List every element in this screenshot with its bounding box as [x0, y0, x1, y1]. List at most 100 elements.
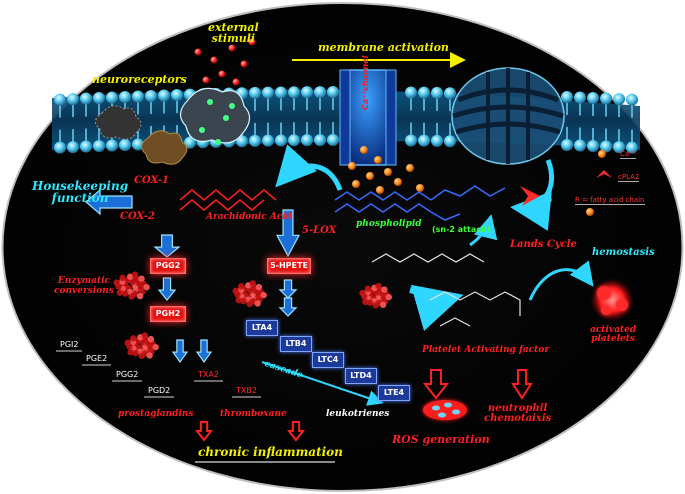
- lipid-head: [132, 90, 144, 103]
- stimulus-dot: [232, 78, 240, 86]
- chronic-inflammation-label: chronic inflammation: [198, 445, 343, 459]
- neutrophil-label: neutrophil chemotaixis: [484, 403, 552, 424]
- lipid-head: [574, 91, 586, 104]
- stimulus-dot: [202, 76, 210, 84]
- stimulus-dot: [248, 38, 256, 46]
- lipid-head: [171, 89, 183, 102]
- pgh2-box: PGH2: [150, 306, 186, 322]
- cox1-arrow: [85, 188, 133, 216]
- ros-label: ROS generation: [392, 433, 490, 446]
- legend-cpla2: cPLA2: [618, 173, 640, 182]
- lipid-head: [444, 87, 456, 100]
- pgi2-label: PGI2: [56, 340, 83, 352]
- prostaglandins-arrow: [194, 421, 214, 442]
- ca-ion: [406, 164, 414, 172]
- pgg2-box: PGG2: [150, 258, 186, 274]
- hpete-arrow-1: [278, 279, 298, 299]
- arachidonic-acid-label: Arachidonic Acid: [206, 212, 293, 222]
- leukotrienes-label: leukotrienes: [326, 409, 390, 419]
- ca-ion: [348, 162, 356, 170]
- lipid-head: [67, 93, 79, 106]
- ros-cells: [423, 400, 467, 420]
- cpla2-wedge: [520, 186, 540, 206]
- ca-ion: [352, 180, 360, 188]
- lipid-head: [301, 134, 313, 147]
- lipid-head: [119, 138, 131, 151]
- lipid-head: [600, 140, 612, 153]
- lipid-head: [444, 135, 456, 148]
- neutrophil-arrow: [511, 369, 533, 400]
- lox-arrow: [276, 209, 300, 258]
- ltc4-box: LTC4: [312, 352, 344, 368]
- lipid-head: [158, 89, 170, 102]
- ros-arrow: [422, 369, 450, 400]
- enzymatic-label: Enzymatic conversions: [54, 276, 114, 297]
- ca-ion: [360, 146, 368, 154]
- neuroreceptors-label: neuroreceptors: [92, 73, 187, 86]
- ca-ion: [374, 156, 382, 164]
- lipid-head: [301, 86, 313, 99]
- lipid-head: [613, 141, 625, 154]
- cox2-arrow: [153, 234, 181, 258]
- lipid-head: [561, 90, 573, 103]
- membrane-protein-sphere: [451, 67, 565, 165]
- txb2-label: TXB2: [232, 386, 261, 398]
- enzyme-blob-pgh2: [124, 332, 159, 360]
- enzyme-blob-lox: [232, 280, 267, 308]
- lands-cycle-label: Lands Cycle: [510, 239, 577, 250]
- neuroreceptor-blobs: [95, 87, 251, 165]
- lipid-head: [54, 141, 66, 154]
- lipid-head: [418, 134, 430, 147]
- ca-ion: [416, 184, 424, 192]
- lipid-head: [626, 93, 638, 106]
- lipid-head: [106, 139, 118, 152]
- ca-ion: [586, 208, 594, 216]
- lipid-head: [106, 91, 118, 104]
- ca-ion: [366, 172, 374, 180]
- ltd4-box: LTD4: [345, 368, 377, 384]
- hpete-box: 5-HPETE: [267, 258, 311, 274]
- lipid-head: [613, 93, 625, 106]
- hemostasis-label: hemostasis: [592, 247, 655, 258]
- activated-platelets: [590, 278, 634, 322]
- lipid-head: [80, 92, 92, 105]
- lipid-head: [314, 134, 326, 147]
- lta4-box: LTA4: [246, 320, 278, 336]
- paf-structure: [371, 253, 521, 327]
- lipid-head: [275, 86, 287, 99]
- enzyme-blob-paf: [359, 282, 392, 309]
- leukotrienes-arrow: [286, 421, 306, 442]
- ltb4-box: LTB4: [280, 336, 312, 352]
- pgh2-arrow-2: [195, 339, 213, 364]
- legend-ca: Ca⁺²: [620, 150, 636, 159]
- lipid-head: [574, 139, 586, 152]
- ca-ion: [376, 186, 384, 194]
- lipid-head: [275, 134, 287, 147]
- external-stimuli-label: external stimuli: [208, 21, 259, 45]
- lipid-head: [431, 86, 443, 99]
- lipid-head: [561, 138, 573, 151]
- lipid-head: [184, 136, 196, 149]
- calcium-channel: [339, 69, 397, 166]
- lipid-head: [626, 141, 638, 154]
- lipid-head: [249, 86, 261, 99]
- external-stimuli-dots: [194, 38, 256, 86]
- hpete-arrow-2: [278, 297, 298, 317]
- lipid-head: [327, 86, 339, 99]
- lipid-head: [314, 86, 326, 99]
- lipid-head: [587, 92, 599, 105]
- stimulus-dot: [240, 60, 248, 68]
- lte4-box: LTE4: [378, 385, 410, 401]
- arachidonic-acid-chain: [179, 189, 277, 201]
- ca-ion: [394, 178, 402, 186]
- housekeeping-label: Housekeeping function: [32, 179, 129, 205]
- membrane-activation-label: membrane activation: [318, 41, 449, 54]
- thromboxane-label: thromboxane: [220, 409, 287, 419]
- stimulus-dot: [194, 48, 202, 56]
- legend-cpla2-icon: [596, 170, 612, 178]
- lipid-head: [418, 86, 430, 99]
- prostaglandins-label: prostaglandins: [118, 409, 194, 419]
- pathway-block-arrows: [85, 188, 300, 364]
- lipid-head: [67, 141, 79, 154]
